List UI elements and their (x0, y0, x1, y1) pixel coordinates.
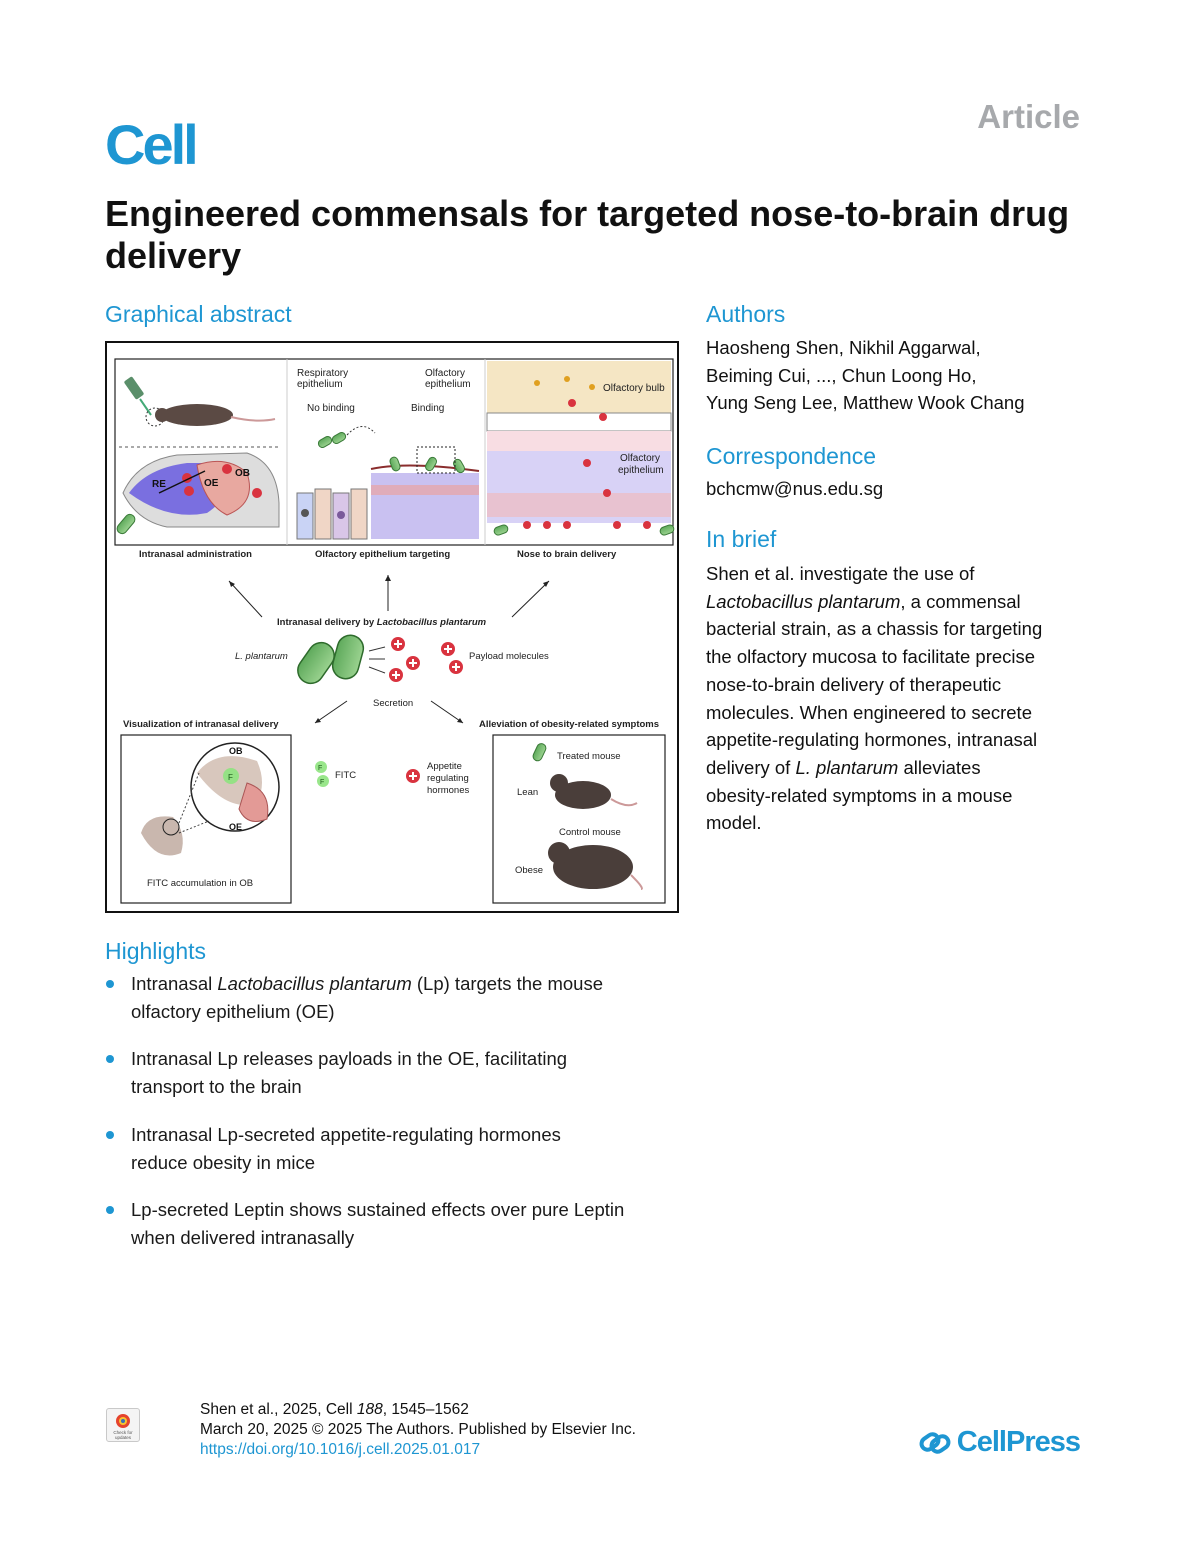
in-brief-heading: In brief (706, 526, 777, 552)
check-updates-icon (116, 1414, 130, 1428)
highlight-line: Intranasal Lactobacillus plantarum (Lp) … (131, 973, 604, 994)
graphical-abstract-heading: Graphical abstract (105, 301, 292, 327)
panel-intranasal-administration: RE OE OB (116, 376, 281, 535)
in-brief-line: appetite-regulating hormones, intranasal (706, 729, 1038, 751)
highlights-heading: Highlights (105, 938, 206, 964)
center-title: Intranasal delivery by Lactobacillus pla… (277, 617, 487, 628)
svg-text:epithelium: epithelium (425, 379, 471, 390)
obese-mouse-icon (553, 845, 633, 889)
date-line: March 20, 2025 © 2025 The Authors. Publi… (200, 1421, 636, 1438)
svg-text:Payload molecules: Payload molecules (469, 651, 549, 662)
svg-text:F: F (318, 765, 322, 772)
svg-text:Lean: Lean (517, 787, 538, 798)
svg-text:epithelium: epithelium (618, 465, 664, 476)
authors-heading: Authors (706, 301, 786, 327)
bullet-icon (106, 980, 114, 988)
author-line: Beiming Cui, ..., Chun Loong Ho, (706, 364, 977, 386)
bullet-icon (106, 1130, 114, 1139)
svg-text:FITC: FITC (335, 770, 356, 781)
svg-text:Olfactory bulb: Olfactory bulb (603, 383, 665, 394)
svg-text:F: F (228, 773, 233, 782)
highlights-list: Intranasal Lactobacillus plantarum (Lp) … (105, 970, 685, 1272)
doi-link[interactable]: https://doi.org/10.1016/j.cell.2025.01.0… (200, 1441, 481, 1458)
in-brief-line: the olfactory mucosa to facilitate preci… (706, 646, 1036, 668)
svg-text:Control mouse: Control mouse (559, 827, 621, 838)
cellpress-icon (919, 1431, 951, 1454)
in-brief-line: nose-to-brain delivery of therapeutic (706, 673, 1002, 695)
svg-text:Obese: Obese (515, 865, 543, 876)
in-brief-line: bacterial strain, as a chassis for targe… (706, 618, 1043, 640)
correspondence-email[interactable]: bchcmw@nus.edu.sg (706, 478, 884, 499)
in-brief-line: delivery of L. plantarum alleviates (706, 756, 981, 778)
panel-nose-to-brain: Olfactory bulb Olfactory epithelium (486, 361, 675, 536)
svg-text:Appetite: Appetite (427, 761, 462, 772)
svg-text:OE: OE (204, 478, 219, 489)
caption-oe-targeting: Olfactory epithelium targeting (315, 549, 450, 560)
svg-text:No binding: No binding (307, 403, 355, 414)
panel-olfactory-epithelium-targeting: Respiratory epithelium Olfactory epithel… (296, 368, 480, 540)
highlight-item: Lp-secreted Leptin shows sustained effec… (105, 1196, 685, 1251)
caption-intranasal-administration: Intranasal administration (139, 549, 252, 560)
bullet-icon (106, 1206, 114, 1215)
highlight-item: Intranasal Lp-secreted appetite-regulati… (105, 1121, 685, 1176)
highlight-item: Intranasal Lactobacillus plantarum (Lp) … (105, 970, 685, 1025)
svg-text:Secretion: Secretion (373, 698, 413, 709)
svg-text:FITC accumulation in OB: FITC accumulation in OB (147, 878, 253, 889)
author-line: Yung Seng Lee, Matthew Wook Chang (706, 392, 1025, 414)
svg-text:Visualization of intranasal de: Visualization of intranasal delivery (123, 719, 279, 730)
svg-text:Treated mouse: Treated mouse (557, 751, 621, 762)
svg-text:Olfactory: Olfactory (425, 368, 465, 379)
svg-text:OE: OE (229, 822, 242, 832)
svg-text:epithelium: epithelium (297, 379, 343, 390)
svg-text:OB: OB (235, 468, 250, 479)
lean-mouse-icon (555, 781, 611, 809)
article-title: Engineered commensals for targeted nose-… (105, 193, 1070, 276)
svg-text:Respiratory: Respiratory (297, 368, 348, 379)
svg-text:RE: RE (152, 479, 166, 490)
highlight-line: olfactory epithelium (OE) (131, 1000, 335, 1022)
highlight-line: Lp-secreted Leptin shows sustained effec… (131, 1199, 625, 1221)
svg-text:hormones: hormones (427, 785, 469, 796)
in-brief-line: molecules. When engineered to secrete (706, 701, 1032, 723)
check-for-updates-badge[interactable]: Check for updates (106, 1408, 140, 1442)
caption-nose-to-brain: Nose to brain delivery (517, 549, 617, 560)
highlight-item: Intranasal Lp releases payloads in the O… (105, 1045, 685, 1100)
svg-text:regulating: regulating (427, 773, 469, 784)
mouse-icon (161, 404, 233, 426)
footer-citation: Shen et al., 2025, Cell 188, 1545–1562 M… (200, 1400, 636, 1460)
in-brief-line: obesity-related symptoms in a mouse (706, 784, 1013, 806)
graphical-abstract-figure: RE OE OB Respiratory epithelium Olfactor… (105, 341, 679, 913)
payload-molecules-icon (389, 637, 463, 682)
bullet-icon (106, 1055, 114, 1064)
in-brief-line: model. (706, 812, 762, 834)
highlight-line: Intranasal Lp-secreted appetite-regulati… (131, 1123, 561, 1145)
in-brief-line: Shen et al. investigate the use of (706, 563, 975, 584)
svg-text:L. plantarum: L. plantarum (235, 651, 288, 662)
journal-logo: Cell (105, 113, 199, 176)
in-brief-line: Lactobacillus plantarum, a commensal (706, 590, 1021, 612)
graphical-abstract-svg: RE OE OB Respiratory epithelium Olfactor… (114, 358, 675, 904)
citation-line: Shen et al., 2025, Cell 188, 1545–1562 (200, 1401, 469, 1418)
correspondence-heading: Correspondence (706, 443, 877, 469)
bacterium-icon (331, 634, 365, 680)
svg-text:F: F (320, 779, 324, 786)
in-brief-text: Shen et al. investigate the use of Lactob… (706, 560, 1106, 837)
svg-text:Alleviation of obesity-related: Alleviation of obesity-related symptoms (479, 719, 659, 730)
highlight-line: when delivered intranasally (131, 1226, 355, 1248)
svg-text:Binding: Binding (411, 403, 444, 414)
dropper-icon (124, 376, 144, 400)
authors-list: Haosheng Shen, Nikhil Aggarwal, Beiming … (706, 334, 1106, 417)
svg-text:OB: OB (229, 746, 243, 756)
highlight-line: reduce obesity in mice (131, 1151, 316, 1173)
bacterium-icon (297, 641, 335, 685)
top-panel-border (114, 358, 674, 546)
cellpress-logo: CellPress (919, 1426, 1081, 1459)
highlight-line: transport to the brain (131, 1076, 302, 1098)
author-line: Haosheng Shen, Nikhil Aggarwal, (706, 337, 981, 358)
highlight-line: Intranasal Lp releases payloads in the O… (131, 1048, 568, 1070)
article-type: Article (977, 98, 1080, 135)
svg-text:Olfactory: Olfactory (620, 453, 660, 464)
